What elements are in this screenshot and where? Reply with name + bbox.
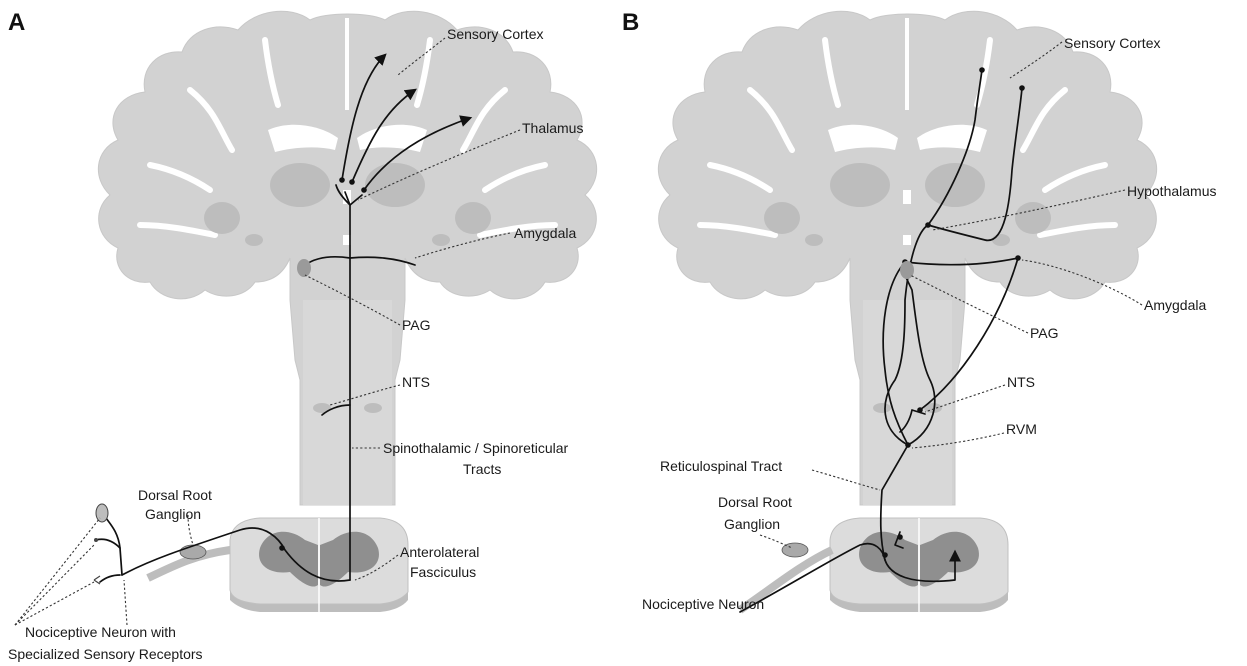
spinal-cord-section-b bbox=[830, 518, 1008, 612]
label-spinothalamic-line2: Tracts bbox=[463, 461, 501, 477]
leader-receptor-2 bbox=[15, 545, 94, 625]
label-anterolateral-line2: Fasciculus bbox=[410, 564, 476, 580]
neuron-soma bbox=[339, 177, 345, 183]
neuron-soma bbox=[897, 534, 903, 540]
neuron-soma bbox=[1015, 255, 1021, 261]
panel-a: A bbox=[8, 9, 597, 662]
label-sensory-cortex-a: Sensory Cortex bbox=[447, 26, 543, 42]
panel-b: B bbox=[622, 9, 1217, 612]
free-nerve-ending-icon bbox=[94, 576, 100, 584]
encapsulated-receptor-icon bbox=[96, 504, 108, 522]
label-nts-a: NTS bbox=[402, 374, 430, 390]
label-nts-b: NTS bbox=[1007, 374, 1035, 390]
neuron-soma bbox=[979, 67, 985, 73]
label-nociceptive-neuron-b: Nociceptive Neuron bbox=[642, 596, 764, 612]
label-drg-a-line1: Dorsal Root bbox=[138, 487, 212, 503]
label-amygdala-a: Amygdala bbox=[514, 225, 576, 241]
label-amygdala-b: Amygdala bbox=[1144, 297, 1206, 313]
label-pag-b: PAG bbox=[1030, 325, 1059, 341]
label-anterolateral-line1: Anterolateral bbox=[400, 544, 479, 560]
receptor-branch-3 bbox=[100, 575, 120, 582]
leader-receptor-3 bbox=[15, 582, 94, 625]
label-hypothalamus-b: Hypothalamus bbox=[1127, 183, 1217, 199]
spinal-cord-section-a bbox=[230, 518, 408, 612]
label-sensory-cortex-b: Sensory Cortex bbox=[1064, 35, 1160, 51]
neuron-soma bbox=[925, 222, 931, 228]
label-thalamus-a: Thalamus bbox=[522, 120, 583, 136]
panel-letter-a: A bbox=[8, 9, 25, 36]
label-rvm-b: RVM bbox=[1006, 421, 1037, 437]
neuron-soma bbox=[361, 187, 367, 193]
neuron-soma bbox=[349, 179, 355, 185]
label-spinothalamic-line1: Spinothalamic / Spinoreticular bbox=[383, 440, 569, 456]
pag-region-a bbox=[297, 259, 311, 277]
leader-nociceptive-a bbox=[124, 580, 127, 625]
brain-coronal-section-b bbox=[658, 11, 1156, 505]
label-drg-b-line2: Ganglion bbox=[724, 516, 780, 532]
leader-receptor-1 bbox=[15, 518, 100, 625]
label-drg-a-line2: Ganglion bbox=[145, 506, 201, 522]
label-nociceptive-receptors-line2: Specialized Sensory Receptors bbox=[8, 646, 203, 662]
panel-letter-b: B bbox=[622, 9, 639, 36]
label-reticulospinal: Reticulospinal Tract bbox=[660, 458, 782, 474]
free-nerve-ending-icon bbox=[94, 538, 98, 542]
receptor-branch-1 bbox=[104, 515, 122, 575]
label-drg-b-line1: Dorsal Root bbox=[718, 494, 792, 510]
neuron-soma bbox=[279, 545, 285, 551]
neuron-soma bbox=[917, 407, 923, 413]
label-nociceptive-receptors-line1: Nociceptive Neuron with bbox=[25, 624, 176, 640]
label-pag-a: PAG bbox=[402, 317, 431, 333]
neuron-soma bbox=[905, 442, 911, 448]
dorsal-root-ganglion-a bbox=[180, 545, 206, 559]
neuron-soma bbox=[1019, 85, 1025, 91]
neuron-soma bbox=[882, 552, 888, 558]
receptor-branch-2 bbox=[96, 539, 120, 548]
